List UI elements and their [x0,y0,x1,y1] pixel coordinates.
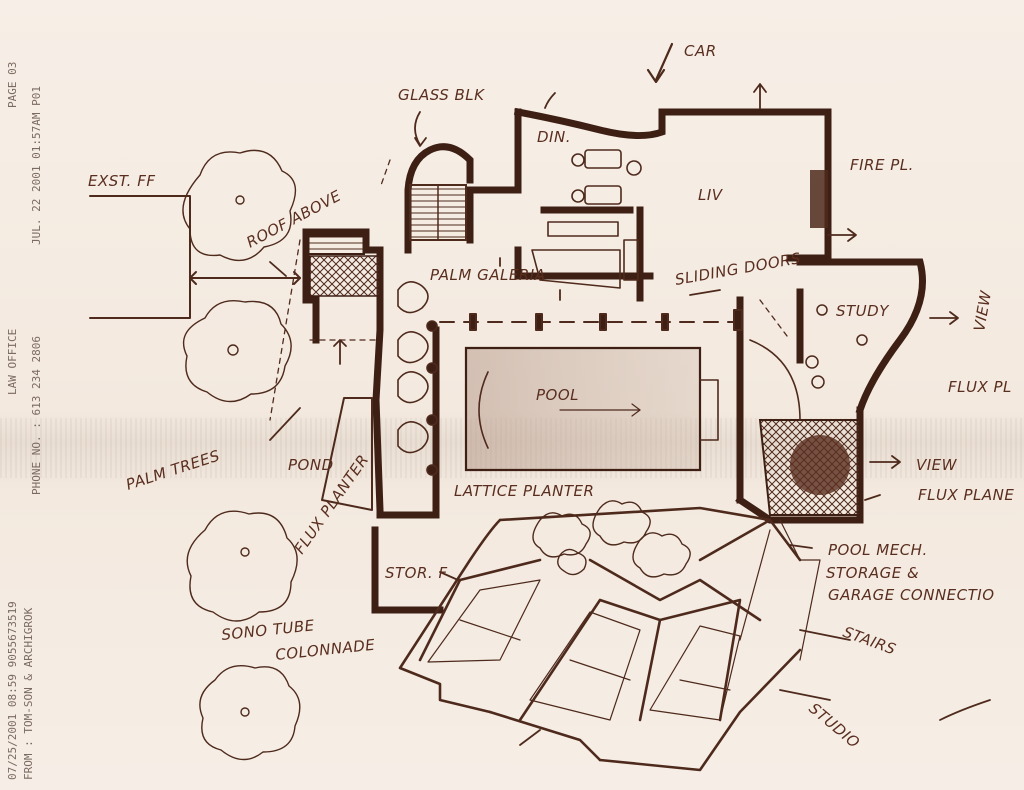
label-stairs: STAIRS [841,623,899,659]
kitchen-counter [531,221,639,289]
garage-studio-inner-lines [427,519,821,721]
flux-plane [749,339,861,516]
label-study: STUDY [836,302,890,320]
tree-mid-left [182,300,292,403]
tree-bottom-left [199,665,301,761]
label-flux-plane: FLUX PLANE [918,486,1014,504]
label-pond: POND [288,456,334,474]
label-studio: STUDIO [805,699,863,752]
label-storage: STORAGE & [826,564,919,582]
label-pool-mech: POOL MECH. [828,541,928,559]
label-view-lower: VIEW [916,456,958,474]
lattice-planter-shrubs [532,500,691,578]
palm-galeria-trees [397,281,438,476]
label-flux-pl: FLUX PL [948,378,1012,396]
dining-table [571,149,642,205]
direction-arrows [269,83,991,746]
label-stor-f: STOR. F [385,564,448,582]
pond [321,397,373,511]
tree-upper-left [182,149,297,262]
glass-block-stair [409,184,467,241]
label-palm-galeria: PALM GALERIA [430,266,545,284]
car-arrow [646,42,674,84]
label-liv: LIV [698,186,724,204]
label-sliding-doors: SLIDING DOORS [674,249,803,289]
label-exst-ff: EXST. FF [88,172,155,190]
label-pool: POOL [536,386,579,404]
dashed-roof-edge [269,159,791,421]
pool [464,346,719,472]
label-glass-blk: GLASS BLK [398,86,485,104]
palm-galeria-column-line [439,309,743,331]
label-din: DIN. [537,128,571,146]
label-fire-pl: FIRE PL. [850,156,914,174]
label-colonnade: COLONNADE [275,636,377,664]
tree-lower-left [186,510,298,622]
label-car: CAR [684,42,717,60]
label-palm-trees: PALM TREES [124,446,222,493]
label-garage-connection: GARAGE CONNECTIO [828,586,995,604]
label-view-right: VIEW [970,289,995,333]
existing-ff-marker [89,195,301,319]
study-furniture [805,304,868,389]
garage-studio-wing [398,506,802,772]
roof-above-hatch [307,235,381,297]
label-lattice-planter: LATTICE PLANTER [454,482,594,500]
house-walls [302,107,926,614]
